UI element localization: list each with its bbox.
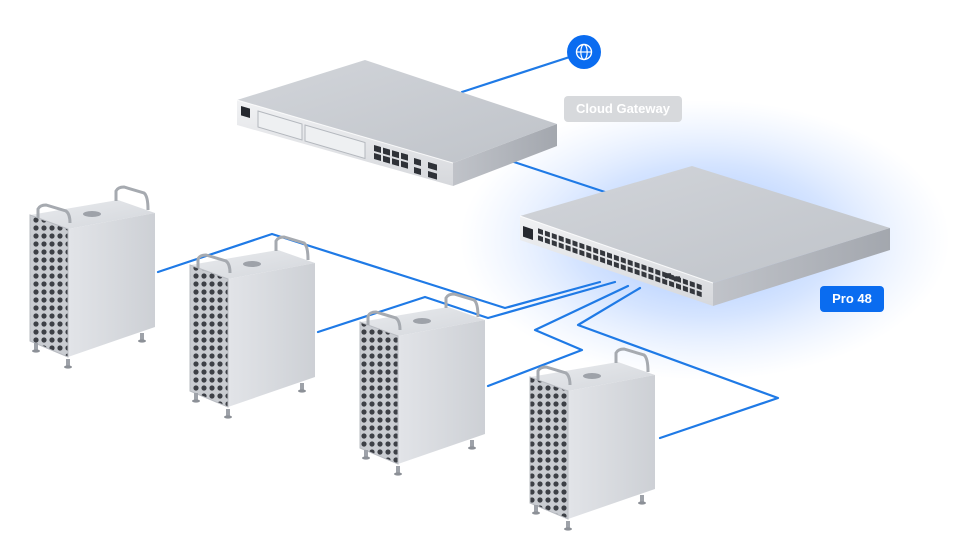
cloud-gateway-label: Cloud Gateway [564,96,682,122]
mac-pro-tower-4 [529,347,655,531]
cables [156,50,780,440]
gateway-ports [374,145,437,180]
mac-pro-tower-3 [359,292,485,476]
cable-gateway-switch [506,158,610,195]
mac-pro-tower-2 [189,235,315,419]
mac-pro-towers [29,185,655,531]
pro-48-switch [519,166,890,306]
cable-switch-tower-1 [156,232,602,310]
globe-icon [567,35,601,69]
switch-ports [538,228,702,298]
cable-switch-tower-4 [576,286,780,440]
cable-switch-tower-3 [486,284,630,388]
cloud-gateway-device [236,60,557,186]
cable-switch-tower-2 [316,280,617,334]
mac-pro-tower-1 [29,185,155,369]
cable-internet-gateway [460,50,587,94]
pro-48-label: Pro 48 [820,286,884,312]
